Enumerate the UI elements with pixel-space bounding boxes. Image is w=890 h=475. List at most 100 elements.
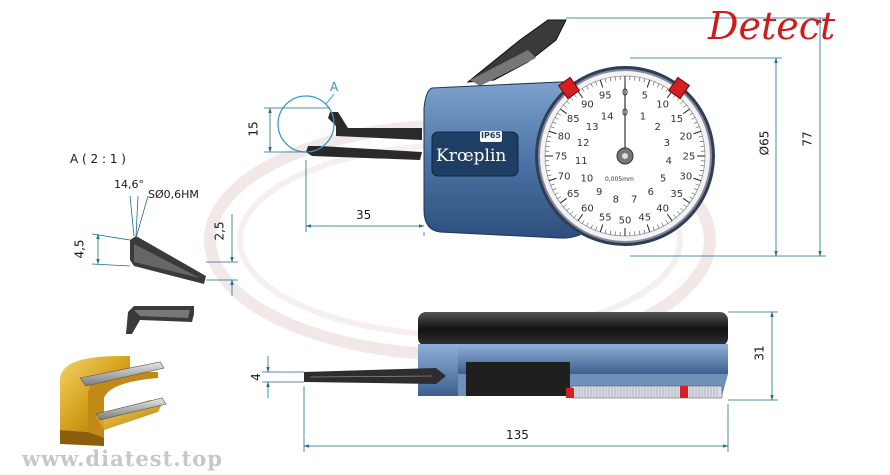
dial-outer-numbers: 05101520253035404550556065707580859095 (555, 88, 696, 227)
dial-outer-number: 15 (670, 114, 683, 125)
tolerance-marker-left (557, 76, 581, 100)
dial-tick (552, 188, 557, 191)
dial-tick (661, 222, 664, 227)
dial-tick (682, 197, 691, 204)
dial-tick (673, 214, 677, 218)
dial-tick (590, 83, 593, 88)
dial-tick (554, 117, 559, 120)
dial-tick (590, 224, 593, 229)
dial-outer-number: 50 (619, 216, 632, 227)
dial-tick (595, 81, 598, 86)
dial-outer-number: 75 (555, 152, 568, 163)
dial-tick (599, 79, 604, 88)
dial-tick (609, 77, 612, 82)
dial-tick (586, 85, 589, 90)
dim-2-5: 2,5 (212, 221, 227, 241)
dial-inner-number: 14 (601, 111, 614, 122)
dial-tick (547, 174, 552, 177)
dial-tick (546, 140, 551, 143)
dial-tick (680, 101, 684, 105)
dial-tick (689, 196, 693, 200)
dial-resolution: 0,005mm (605, 176, 634, 183)
dial-tick (699, 169, 704, 172)
dial-inner-number: 1 (640, 111, 646, 122)
dial-tick (614, 231, 616, 236)
dial-inner-number: 5 (660, 174, 666, 185)
side-marker-right (680, 386, 688, 398)
dial-tick (682, 108, 691, 115)
dial-tick (657, 224, 660, 229)
dim-4: 4 (248, 373, 263, 381)
dial-inner-number: 13 (586, 122, 599, 133)
dial-inner-number: 9 (596, 187, 602, 198)
dial-tick (546, 169, 551, 172)
dial-inner-number: 11 (575, 156, 588, 167)
dial-tick (695, 126, 700, 129)
ip-badge (480, 131, 502, 142)
dial-tick (693, 130, 702, 135)
dial-outer-number: 5 (642, 91, 648, 102)
dial-tick (683, 204, 687, 208)
dim-35: 35 (356, 208, 372, 222)
dial-tick (604, 78, 607, 83)
dial-tick (691, 192, 696, 195)
dial-tick (548, 130, 557, 135)
dial-tick (548, 177, 557, 182)
dial-tick (700, 165, 705, 167)
dial-tick (666, 213, 673, 222)
dial-inner-number: 10 (581, 174, 594, 185)
dial-tick (547, 135, 552, 138)
dial-outer-number: 95 (599, 91, 612, 102)
dim-d65: Ø65 (757, 130, 772, 156)
dial-outer-number: 80 (558, 132, 571, 143)
dial-tick (638, 230, 641, 235)
dial-outer-number: 65 (567, 189, 580, 200)
dial-ticks (545, 76, 705, 236)
side-bezel-top (418, 312, 728, 346)
dial-outer-number: 85 (567, 114, 580, 125)
dial-outer-number: 30 (680, 171, 693, 182)
dial-outer-number: 70 (558, 171, 571, 182)
side-marker-left (566, 388, 574, 398)
dial-inner-number: 4 (666, 156, 672, 167)
dial-tick (552, 121, 557, 124)
dial-tick (563, 204, 567, 208)
dial-tick (573, 214, 577, 218)
dial-tick (581, 88, 585, 92)
dial-tick (595, 226, 598, 231)
dial-tick (646, 224, 651, 233)
dial-tick (700, 145, 705, 147)
dial-tick (691, 117, 696, 120)
detail-label: A ( 2 : 1 ) (70, 152, 126, 166)
dial-tick (680, 207, 684, 211)
dim-4-5: 4,5 (72, 239, 87, 259)
dial-tick (550, 126, 555, 129)
dial-inner-number: 2 (655, 122, 661, 133)
tolerance-marker-right (667, 76, 691, 100)
dial-tick (657, 83, 660, 88)
cutaway-jaw-upper (79, 361, 165, 387)
dial-tick (545, 145, 550, 147)
front-view: 05101520253035404550556065707580859095 0… (306, 19, 715, 246)
dial-inner-number: 3 (664, 138, 670, 149)
dial-tick (545, 165, 550, 167)
dial-tick (646, 79, 651, 88)
dial-tick (566, 101, 570, 105)
callout-a: A (330, 80, 339, 94)
dial-tick (676, 211, 680, 215)
dial-tick (634, 231, 636, 236)
label-plate (431, 131, 519, 177)
dial-tick (563, 104, 567, 108)
upper-jaw (328, 112, 422, 140)
dial-tick (695, 183, 700, 186)
dial-outer-number: 35 (670, 189, 683, 200)
maker-logo: Krœplin (436, 146, 507, 166)
dial-tick (689, 112, 693, 116)
dial-tick (557, 196, 561, 200)
side-body (418, 344, 728, 374)
dial-outer-number: 10 (656, 100, 669, 111)
dial-tick (559, 108, 568, 115)
dial-tick (634, 76, 636, 81)
dial-tick (559, 197, 568, 204)
